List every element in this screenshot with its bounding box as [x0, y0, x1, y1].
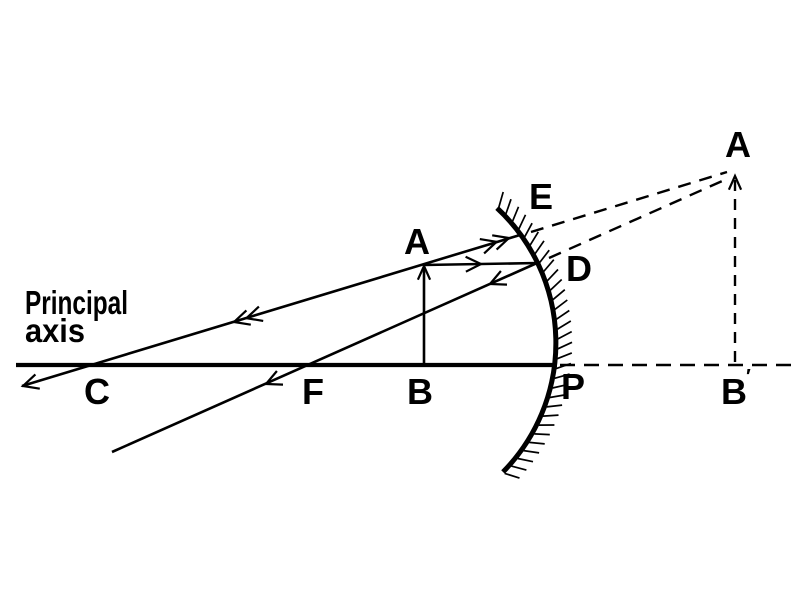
object-base-label: B: [407, 371, 433, 412]
mirror-hatch-tick: [523, 222, 533, 238]
principal-axis-label-line2: axis: [25, 312, 85, 349]
mirror-hatch-tick: [505, 198, 512, 215]
mirror-hatch-tick: [543, 259, 555, 273]
mirror-hatch-tick: [518, 214, 527, 230]
mirror-hatch-tick: [556, 352, 573, 360]
ray-through-center-exit-arrow: [20, 373, 40, 390]
mirror-hatch-tick: [529, 231, 540, 246]
mirror-hatch-tick: [511, 206, 520, 222]
mirror-hatch-tick: [552, 289, 566, 301]
ray-through-center-reflected-arrow: [244, 305, 264, 322]
mirror-hatching: [498, 191, 573, 479]
mirror-hatch-tick: [523, 449, 540, 454]
mirror-hatch-tick: [534, 433, 550, 436]
object-top-label: A: [404, 221, 430, 262]
mirror-hatch-tick: [517, 457, 534, 463]
ray-through-center-incident-arrow: [479, 238, 499, 255]
mirror-hatch-tick: [511, 465, 527, 471]
virtual-extension-lower-dashed: [548, 176, 730, 260]
mirror-hatch-tick: [556, 309, 570, 320]
mirror-hatch-tick: [554, 373, 570, 380]
principal-axis-label-line1: Principal: [25, 284, 128, 321]
mirror-hatch-tick: [557, 330, 573, 340]
mirror-hatch-tick: [542, 414, 559, 417]
mirror-hatch-tick: [557, 320, 572, 330]
image-arrowhead: [727, 173, 743, 191]
mirror-hatch-tick: [546, 268, 559, 282]
mirror-hatch-tick: [498, 191, 505, 208]
mirror-hatch-tick: [534, 240, 545, 255]
concave-mirror-surface: [495, 206, 559, 474]
mirror-hatch-tick: [557, 341, 573, 350]
mirror-point-d-label: D: [566, 248, 592, 289]
mirror-point-e-label: E: [529, 176, 553, 217]
ray-reflected-arrow-lower: [263, 370, 284, 386]
mirror-hatch-tick: [504, 472, 520, 479]
image-base-prime-mark: ′: [746, 366, 751, 388]
ray-parallel-arrow: [465, 255, 484, 273]
mirror-hatch-tick: [546, 404, 563, 408]
mirror-hatch-tick: [555, 362, 572, 370]
mirror-hatch-tick: [554, 299, 568, 311]
pole-label: P: [561, 366, 585, 407]
image-base-label: B: [721, 371, 747, 412]
mirror-hatch-tick: [539, 249, 550, 264]
image-top-label: A: [725, 124, 751, 165]
mirror-hatch-tick: [549, 394, 566, 399]
ray-reflected-through-focus: [111, 261, 538, 454]
ray-through-center: [21, 233, 521, 388]
ray-through-center-incident-arrow: [492, 234, 512, 251]
center-of-curvature-label: C: [84, 371, 110, 412]
object-arrowhead: [416, 263, 432, 281]
focus-label: F: [302, 371, 324, 412]
ray-arrowheads: [20, 173, 743, 390]
mirror-hatch-tick: [529, 441, 545, 445]
virtual-extension-upper-dashed: [530, 170, 728, 234]
ray-through-center-reflected-arrow: [231, 309, 251, 326]
mirror-hatch-tick: [549, 278, 563, 291]
mirror-hatch-tick: [552, 383, 568, 389]
ray-reflected-arrow-upper: [487, 270, 508, 286]
